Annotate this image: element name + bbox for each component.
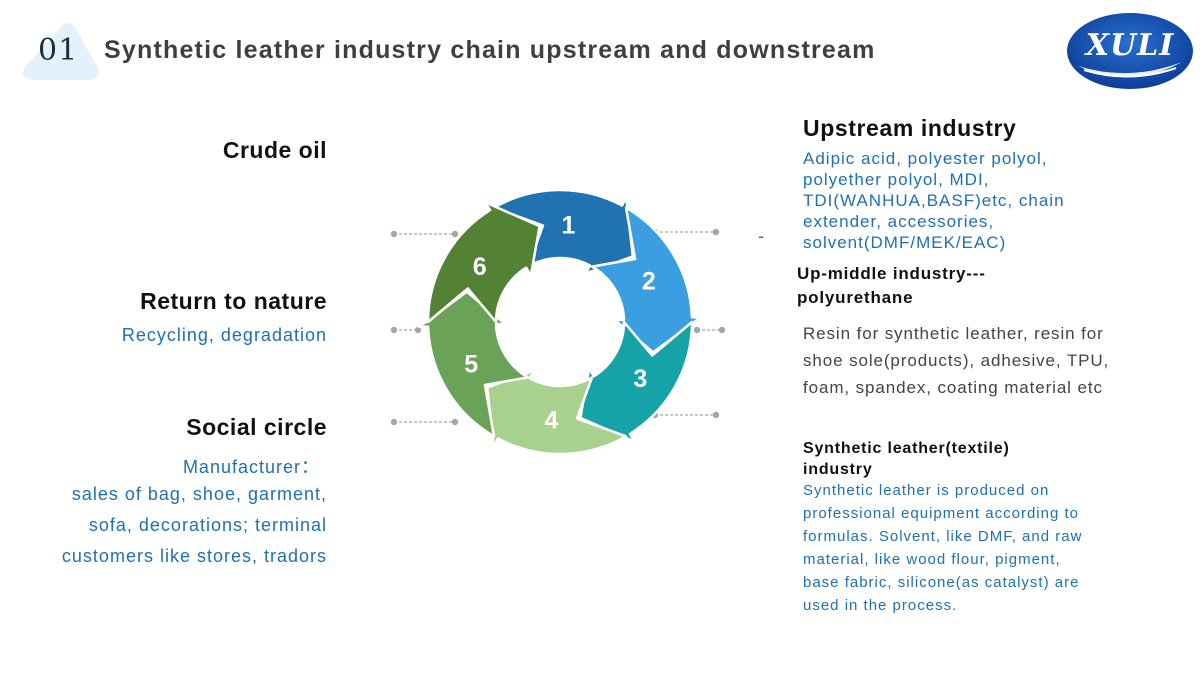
cycle-step-1-arrow xyxy=(492,188,635,275)
synthetic-leather-line: base fabric, silicone(as catalyst) are xyxy=(803,574,1080,591)
synthetic-leather-heading: Synthetic leather(textile) xyxy=(803,440,1010,457)
slide-number: 01 xyxy=(38,33,79,68)
social-circle-line: sales of bag, shoe, garment, xyxy=(71,484,327,504)
social-circle-line: Manufacturer： xyxy=(182,457,320,477)
synthetic-leather-line: used in the process. xyxy=(803,597,958,614)
cycle-step-1-label: 1 xyxy=(562,211,576,239)
cycle-step-2-label: 2 xyxy=(642,268,656,296)
cycle-step-4-arrow xyxy=(485,369,628,456)
up-middle-heading: Up-middle industry--- xyxy=(797,264,986,283)
synthetic-leather-line: professional equipment according to xyxy=(803,505,1079,522)
synthetic-leather-line: Synthetic leather is produced on xyxy=(803,482,1050,499)
upstream-line: TDI(WANHUA,BASF)etc, chain xyxy=(803,191,1065,210)
upstream-line: Adipic acid, polyester polyol, xyxy=(803,149,1048,168)
cycle-step-2-arrow xyxy=(590,206,703,354)
upstream-line: extender, accessories, xyxy=(803,212,995,231)
social-circle-line: customers like stores, tradors xyxy=(61,546,327,566)
up-middle-line: Resin for synthetic leather, resin for xyxy=(803,324,1104,343)
slide-number-badge xyxy=(23,23,99,80)
crude-oil-heading: Crude oil xyxy=(222,137,327,163)
synthetic-leather-line: formulas. Solvent, like DMF, and raw xyxy=(803,528,1083,545)
cycle-step-3-label: 3 xyxy=(633,365,647,393)
cycle-step-6-label: 6 xyxy=(473,253,487,281)
dash-mark: - xyxy=(758,226,764,246)
social-circle-heading: Social circle xyxy=(186,414,327,440)
social-circle-line: sofa, decorations; terminal xyxy=(88,515,327,535)
synthetic-leather-heading: industry xyxy=(803,461,873,478)
logo-text: XULI xyxy=(1085,28,1175,63)
cycle-diagram: 1 2 3 4 5 6 xyxy=(390,188,726,456)
up-middle-line: shoe sole(products), adhesive, TPU, xyxy=(803,351,1110,370)
up-middle-heading: polyurethane xyxy=(797,288,914,307)
cycle-step-3-arrow xyxy=(579,320,694,443)
page-title: Synthetic leather industry chain upstrea… xyxy=(104,36,876,64)
return-to-nature-heading: Return to nature xyxy=(140,288,327,314)
cycle-step-5-arrow xyxy=(417,290,530,438)
cycle-step-4-label: 4 xyxy=(545,407,559,435)
connector-lines xyxy=(390,228,726,426)
upstream-line: solvent(DMF/MEK/EAC) xyxy=(803,233,1007,252)
up-middle-line: foam, spandex, coating material etc xyxy=(803,378,1103,397)
upstream-heading: Upstream industry xyxy=(803,115,1017,141)
cycle-step-5-label: 5 xyxy=(464,350,478,378)
cycle-step-6-arrow xyxy=(426,201,541,324)
return-to-nature-desc: Recycling, degradation xyxy=(121,325,327,345)
synthetic-leather-line: material, like wood flour, pigment, xyxy=(803,551,1061,568)
xuli-logo xyxy=(1067,13,1193,89)
upstream-line: polyether polyol, MDI, xyxy=(803,170,990,189)
